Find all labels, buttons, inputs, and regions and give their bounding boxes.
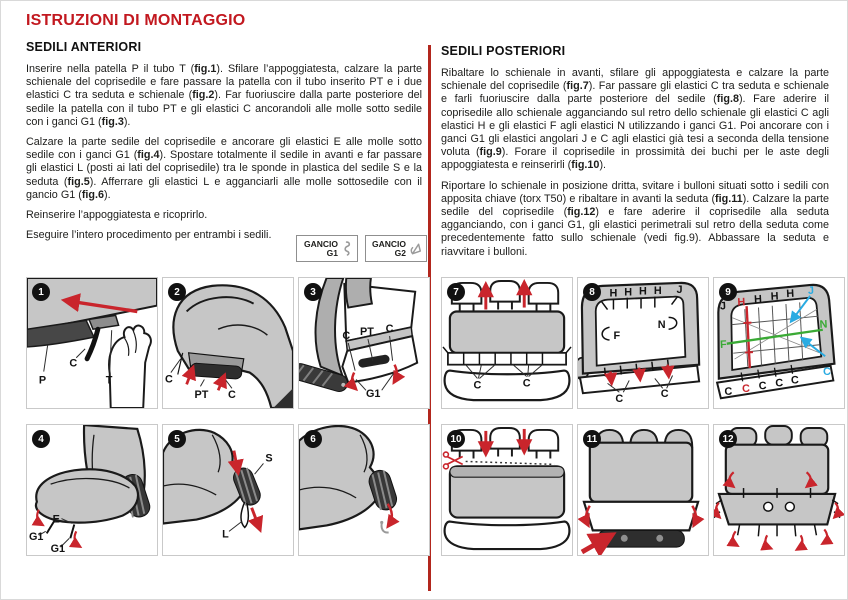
figure-panel-1: 1 P C T [26, 277, 158, 409]
figure-number-badge: 12 [719, 430, 737, 448]
figure-number-badge: 4 [32, 430, 50, 448]
hook-legend-code: G2 [394, 247, 406, 258]
figure-label: H [754, 293, 763, 305]
figure-number-badge: 11 [583, 430, 601, 448]
figure-label: H [654, 285, 662, 297]
hook-g2-legend-box: GANCIO G2 [365, 235, 427, 262]
figure-label: G1 [366, 388, 380, 400]
figure-label: C [724, 386, 733, 398]
figure-label: N [658, 319, 666, 331]
figure-label: C [791, 374, 800, 386]
front-seats-heading: SEDILI ANTERIORI [26, 40, 142, 54]
figure-label: S [265, 452, 272, 464]
figure-label: PT [195, 389, 209, 401]
figure-label: N [819, 319, 828, 331]
figure-label: C [474, 379, 482, 391]
rear-seats-paragraph: Ribaltare lo schienale in avanti, sfilar… [441, 67, 830, 172]
figure-label: H [786, 288, 795, 300]
figure-panel-8: 8 J H H H H J [577, 277, 709, 409]
figure-10-illustration [442, 426, 571, 551]
figure-panel-11: 11 [577, 424, 709, 556]
figure-label: H [737, 296, 746, 308]
figure-4-illustration: E G1 G1 [29, 425, 151, 555]
figure-label: H [624, 287, 632, 299]
figure-label: J [808, 285, 815, 297]
figure-label: H [610, 288, 618, 300]
figure-panel-5: 5 S L [162, 424, 294, 556]
figure-8-illustration: J H H H H J F N C C [578, 281, 701, 405]
figure-number-badge: 7 [447, 283, 465, 301]
figure-label: G1 [51, 543, 65, 555]
figure-label: C [165, 373, 173, 385]
figure-number-badge: 10 [447, 430, 465, 448]
figure-11-illustration [578, 428, 705, 555]
figure-6-illustration [299, 425, 400, 534]
figure-number-badge: 3 [304, 283, 322, 301]
figure-panel-12: 12 [713, 424, 845, 556]
figure-label: G1 [29, 531, 43, 543]
figure-number-badge: 5 [168, 430, 186, 448]
figure-label: E [53, 514, 60, 526]
front-seats-paragraph: Reinserire l’appoggiatesta e ricoprirlo. [26, 209, 208, 222]
figure-panel-10: 10 [441, 424, 573, 556]
figure-9-illustration: J H H H H J F N C C C C C C [715, 283, 836, 400]
figure-7-illustration: C C [442, 279, 572, 402]
figure-3-illustration: C PT C G1 [299, 278, 419, 400]
figure-label: C [758, 380, 767, 392]
figure-label: P [39, 374, 46, 386]
hook-legend: GANCIO G1 GANCIO G2 [296, 235, 427, 262]
figure-panel-3: 3 [298, 277, 430, 409]
scissors-icon [442, 451, 464, 470]
figure-panel-4: 4 E G1 G [26, 424, 158, 556]
figure-label: H [770, 291, 779, 303]
rear-seats-heading: SEDILI POSTERIORI [441, 44, 566, 58]
rear-seat-figures: 7 C C 8 [441, 277, 845, 556]
figure-label: C [523, 377, 531, 389]
figure-panel-6: 6 [298, 424, 430, 556]
figure-label: C [228, 389, 236, 401]
figure-label: J [720, 300, 727, 312]
figure-label: C [386, 323, 394, 335]
hook-legend-code: G1 [326, 247, 338, 258]
figure-1-illustration: P C T [27, 278, 157, 408]
page-title: ISTRUZIONI DI MONTAGGIO [26, 12, 246, 29]
figure-number-badge: 6 [304, 430, 322, 448]
rear-seats-paragraph: Riportare lo schienale in posizione drit… [441, 179, 829, 258]
figure-label: C [775, 377, 784, 389]
figure-label: C [823, 366, 832, 378]
hook-legend-label: GANCIO [372, 238, 406, 249]
figure-number-badge: 2 [168, 283, 186, 301]
figure-12-illustration [714, 425, 844, 551]
figure-panel-7: 7 C C [441, 277, 573, 409]
front-seats-section: SEDILI ANTERIORI Inserire nella patella … [26, 40, 422, 249]
rear-seats-section: SEDILI POSTERIORI Ribaltare lo schienale… [441, 44, 829, 266]
figure-panel-9: 9 J H H H [713, 277, 845, 409]
front-seats-paragraph: Eseguire l’intero procedimento per entra… [26, 229, 272, 242]
figure-label: L [222, 528, 229, 540]
figure-number-badge: 1 [32, 283, 50, 301]
figure-label: C [615, 393, 623, 405]
figure-2-illustration: C PT C [165, 284, 293, 408]
figure-label: C [69, 358, 77, 370]
front-seat-figures: 1 P C T 2 [26, 277, 430, 556]
figure-label: C [742, 383, 751, 395]
hook-g1-icon [344, 241, 351, 256]
figure-label: PT [360, 326, 374, 338]
hook-legend-label: GANCIO [304, 238, 338, 249]
figure-label: J [676, 284, 682, 296]
figure-label: T [106, 374, 113, 386]
figure-label: H [639, 286, 647, 298]
figure-label: C [342, 330, 350, 342]
figure-number-badge: 9 [719, 283, 737, 301]
hook-g2-icon [410, 243, 422, 255]
hook-g1-legend-box: GANCIO G1 [296, 235, 358, 262]
figure-panel-2: 2 C PT C [162, 277, 294, 409]
figure-label: F [720, 339, 728, 351]
figure-label: C [661, 388, 669, 400]
figure-number-badge: 8 [583, 283, 601, 301]
figure-label: F [613, 330, 620, 342]
front-seats-paragraph: Inserire nella patella P il tubo T (fig.… [26, 63, 422, 128]
figure-5-illustration: S L [163, 428, 273, 540]
front-seats-paragraph: Calzare la parte sedile del coprisedile … [26, 136, 422, 201]
